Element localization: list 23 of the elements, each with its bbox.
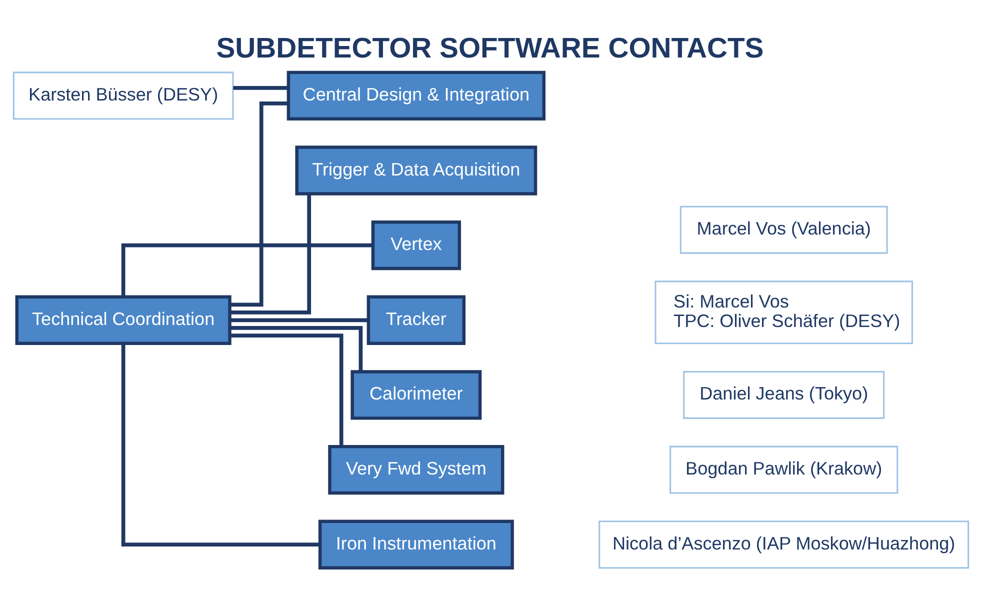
- connector: [230, 318, 368, 322]
- node-box: Trigger & Data Acquisition: [295, 146, 538, 196]
- node-box: Technical Coordination: [15, 295, 232, 345]
- connector: [230, 194, 312, 314]
- connector: [230, 326, 363, 372]
- connector: [121, 243, 372, 297]
- node-box: Marcel Vos (Valencia): [680, 206, 888, 254]
- node-box: Karsten Büsser (DESY): [12, 72, 234, 120]
- node-box: Calorimeter: [350, 370, 482, 420]
- node-box: Daniel Jeans (Tokyo): [683, 370, 885, 419]
- node-box: Vertex: [371, 220, 461, 270]
- connector: [230, 101, 288, 307]
- node-box: Central Design & Integration: [286, 70, 546, 120]
- connector: [233, 86, 288, 90]
- node-box: Very Fwd System: [328, 444, 504, 495]
- connector: [230, 334, 344, 446]
- diagram-title: SUBDETECTOR SOFTWARE CONTACTS: [216, 32, 764, 65]
- node-box: Iron Instrumentation: [318, 520, 514, 570]
- connector: [121, 344, 320, 547]
- node-box: Tracker: [366, 295, 466, 345]
- node-box: Si: Marcel Vos TPC: Oliver Schäfer (DESY): [654, 280, 913, 344]
- node-box: Bogdan Pawlik (Krakow): [670, 446, 898, 494]
- node-box: Nicola d’Ascenzo (IAP Moskow/Huazhong): [598, 520, 970, 569]
